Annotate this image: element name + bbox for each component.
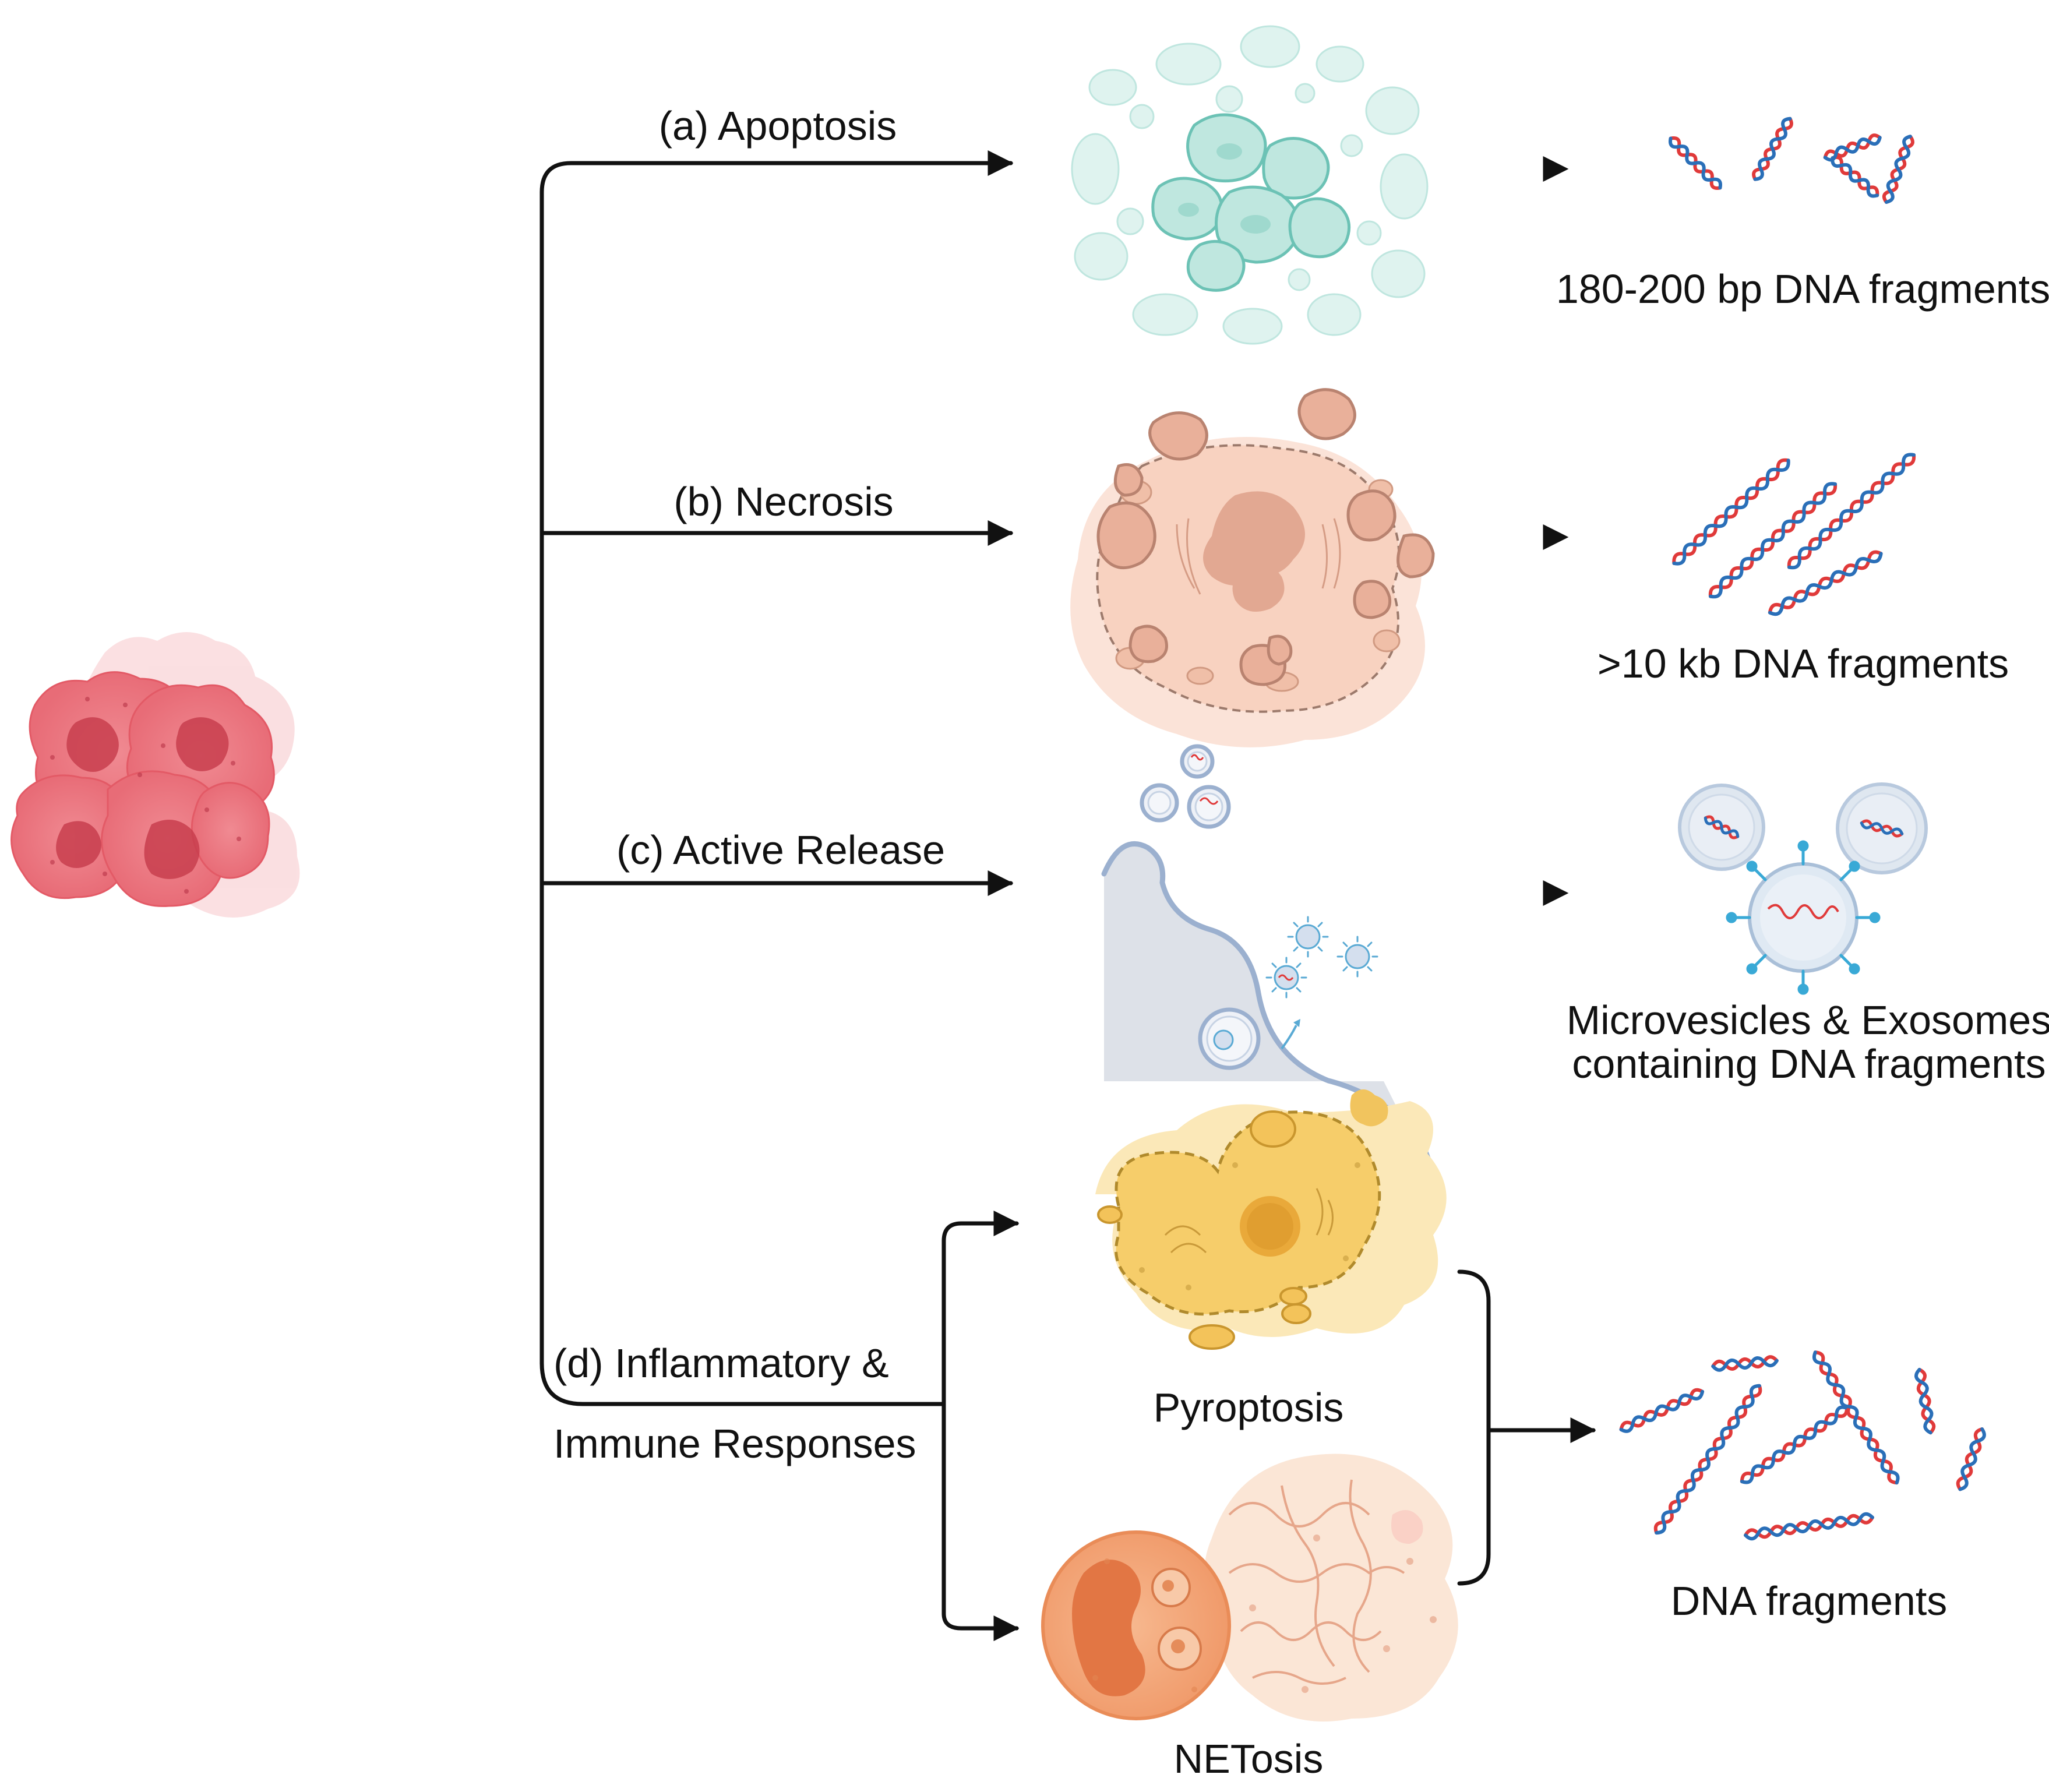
netosis-cell-icon — [1041, 1454, 1458, 1722]
inflammatory-label-line-2: Immune Responses — [553, 1421, 916, 1466]
microvesicles-exosomes-icon — [1678, 782, 1928, 995]
necrotic-cell-icon — [1070, 388, 1435, 747]
apoptosis-result-label: 180-200 bp DNA fragments — [1556, 266, 2049, 312]
result-connectors — [1439, 156, 1596, 1586]
dna-long-fragments-icon — [1672, 453, 1916, 616]
active-release-result-line-1: Microvesicles & Exosomes — [1567, 997, 2049, 1043]
inflammatory-result-label: DNA fragments — [1671, 1578, 1948, 1624]
main-branch-connectors — [315, 150, 1020, 1641]
dna-mixed-fragments-icon — [1619, 1350, 1986, 1541]
tumor-cell-cluster-icon — [10, 632, 300, 918]
apoptosis-label: (a) Apoptosis — [659, 103, 897, 149]
active-release-result-line-2: containing DNA fragments — [1572, 1041, 2046, 1087]
necrosis-label: (b) Necrosis — [673, 479, 893, 524]
netosis-label: NETosis — [1174, 1736, 1324, 1782]
apoptotic-cell-icon — [1071, 25, 1429, 345]
necrosis-result-label: >10 kb DNA fragments — [1597, 641, 2009, 686]
inflammatory-label-line-1: (d) Inflammatory & — [553, 1341, 889, 1386]
pyroptotic-cell-icon — [1095, 1089, 1447, 1350]
active-release-label: (c) Active Release — [616, 827, 945, 873]
pyroptosis-label: Pyroptosis — [1154, 1385, 1344, 1430]
dna-short-fragments-icon — [1669, 117, 1914, 204]
